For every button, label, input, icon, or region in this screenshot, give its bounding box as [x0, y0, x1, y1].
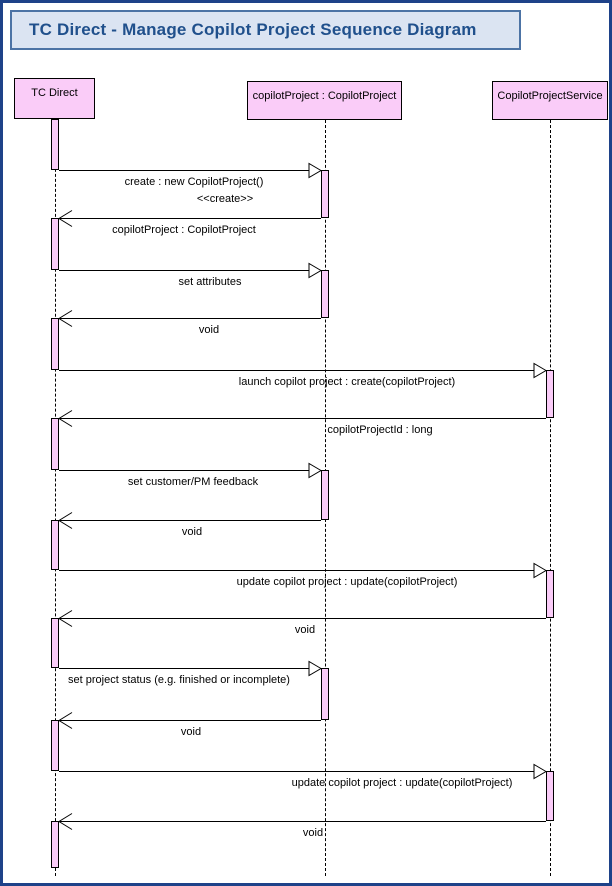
call-arrowhead-icon [533, 562, 547, 579]
activation-bar-copilot-project [321, 270, 329, 318]
call-message-label: create : new CopilotProject() [124, 176, 264, 188]
call-arrowhead-icon [308, 660, 322, 677]
activation-bar-copilot-project-service [546, 771, 554, 821]
return-message-label: void [198, 324, 220, 336]
return-arrowhead-icon [58, 310, 73, 327]
actor-box-copilot-project-service: CopilotProjectService [492, 81, 608, 120]
diagram-title-box: TC Direct - Manage Copilot Project Seque… [10, 10, 521, 50]
return-arrowhead-icon [58, 512, 73, 529]
activation-bar-copilot-project-service [546, 570, 554, 618]
call-message-label: launch copilot project : create(copilotP… [238, 376, 456, 388]
lifeline-copilot-project-service [550, 120, 551, 876]
lifeline-tc-direct [55, 119, 56, 876]
activation-bar-copilot-project-service [546, 370, 554, 418]
activation-bar-tc-direct [51, 520, 59, 570]
call-arrowhead-icon [308, 262, 322, 279]
activation-bar-tc-direct [51, 119, 59, 170]
call-arrowhead-icon [308, 162, 322, 179]
return-arrowhead-icon [58, 813, 73, 830]
actor-box-copilot-project: copilotProject : CopilotProject [247, 81, 402, 120]
message-stereotype-label: <<create>> [196, 193, 254, 205]
activation-bar-tc-direct [51, 418, 59, 470]
return-arrowhead-icon [58, 410, 73, 427]
activation-bar-tc-direct [51, 821, 59, 868]
return-arrowhead-icon [58, 610, 73, 627]
return-arrowhead-icon [58, 712, 73, 729]
activation-bar-copilot-project [321, 470, 329, 520]
activation-bar-tc-direct [51, 618, 59, 668]
activation-bar-copilot-project [321, 170, 329, 218]
actor-box-tc-direct: TC Direct [14, 78, 95, 119]
call-message-label: set attributes [178, 276, 242, 288]
activation-bar-copilot-project [321, 668, 329, 720]
call-arrowhead-icon [308, 462, 322, 479]
call-arrowhead-icon [533, 763, 547, 780]
call-message-label: set customer/PM feedback [127, 476, 259, 488]
return-message-label: void [180, 726, 202, 738]
activation-bar-tc-direct [51, 318, 59, 370]
return-message-label: void [294, 624, 316, 636]
return-arrowhead-icon [58, 210, 73, 227]
call-message-label: set project status (e.g. finished or inc… [68, 674, 290, 686]
call-arrowhead-icon [533, 362, 547, 379]
call-message-label: update copilot project : update(copilotP… [236, 576, 458, 588]
return-message-label: void [181, 526, 203, 538]
activation-bar-tc-direct [51, 720, 59, 771]
return-message-label: copilotProjectId : long [327, 424, 433, 436]
return-message-label: void [302, 827, 324, 839]
return-message-label: copilotProject : CopilotProject [112, 224, 256, 236]
call-message-label: update copilot project : update(copilotP… [291, 777, 513, 789]
diagram-title: TC Direct - Manage Copilot Project Seque… [29, 20, 477, 39]
activation-bar-tc-direct [51, 218, 59, 270]
